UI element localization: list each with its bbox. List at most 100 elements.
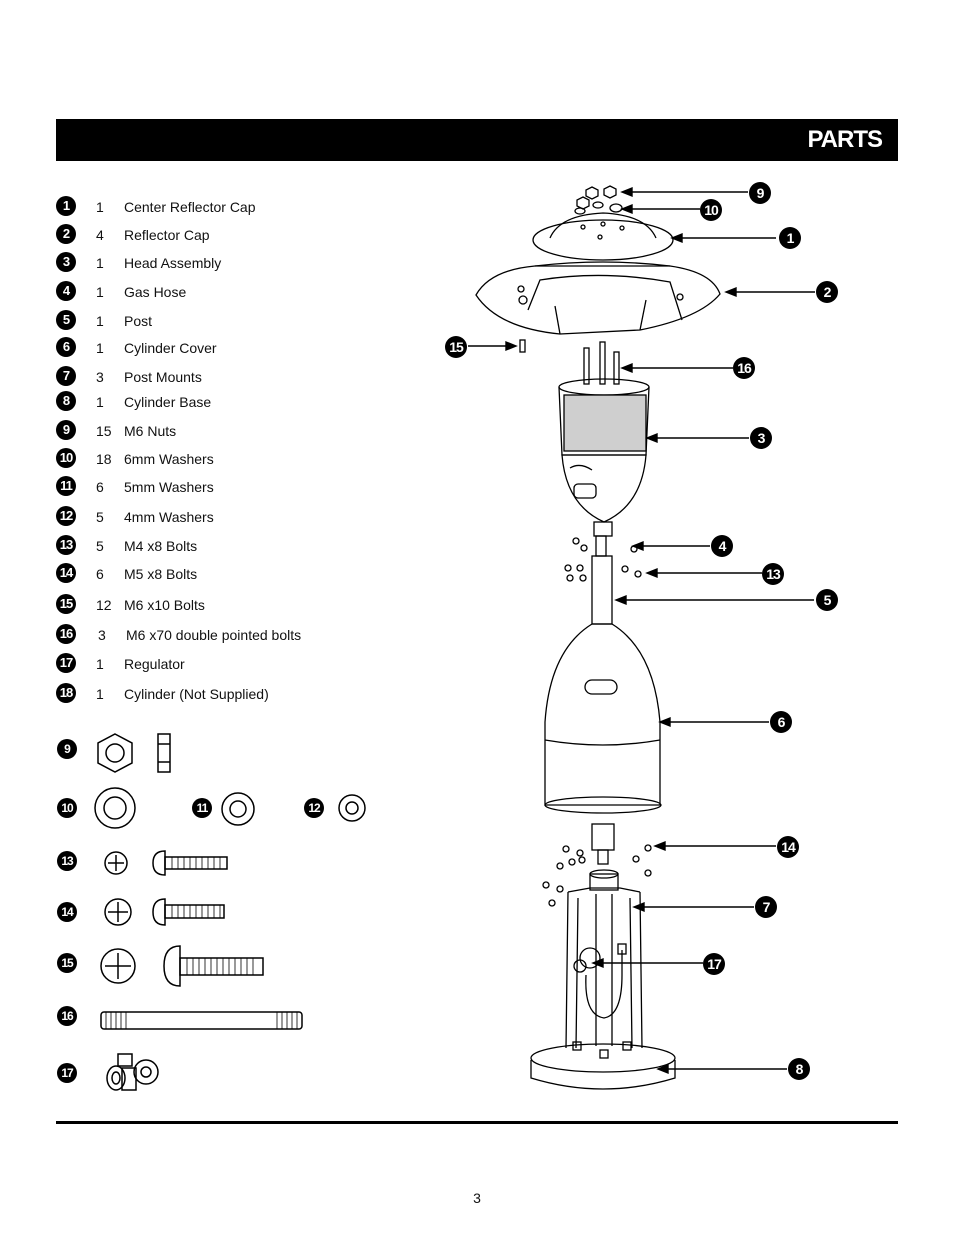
part-name: M6 x10 Bolts: [124, 597, 205, 613]
callout-16: 16: [733, 357, 755, 379]
part-quantity: 1: [96, 394, 104, 410]
hardware-label-nut: 9: [57, 739, 77, 759]
head-assembly-shape: [558, 378, 650, 537]
part-row: 10 18 6mm Washers: [56, 448, 396, 470]
part-quantity: 1: [96, 255, 104, 271]
header-bar: PARTS: [56, 119, 898, 161]
callout-17: 17: [703, 953, 725, 975]
part-name: M6 Nuts: [124, 423, 177, 439]
part-number-badge: 3: [56, 252, 76, 272]
part-number-badge: 12: [56, 506, 76, 526]
part-number-badge: 1: [56, 196, 76, 216]
part-quantity: 3: [98, 627, 106, 643]
callout-9: 9: [749, 182, 771, 204]
part-row: 2 4 Reflector Cap: [56, 224, 396, 246]
part-number-badge: 6: [56, 337, 76, 357]
part-number-badge: 8: [56, 391, 76, 411]
part-quantity: 5: [96, 509, 104, 525]
callout-2: 2: [816, 281, 838, 303]
part-number-badge: 7: [56, 366, 76, 386]
part-name: Center Reflector Cap: [124, 199, 256, 215]
hardware-label-m6-bolt: 15: [57, 953, 77, 973]
callout-4: 4: [711, 535, 733, 557]
double-pointed-bolt-drawing: [100, 1011, 303, 1030]
part-quantity: 15: [96, 423, 112, 439]
post-mounts-shape: [565, 869, 643, 1049]
callout-10: 10: [700, 199, 722, 221]
hardware-label-6mm-washer: 10: [57, 798, 77, 818]
part-row: 11 6 5mm Washers: [56, 476, 396, 498]
part-name: 5mm Washers: [124, 479, 214, 495]
part-row: 4 1 Gas Hose: [56, 281, 396, 303]
hardware-label-4mm-washer: 12: [304, 798, 324, 818]
part-name: M4 x8 Bolts: [124, 538, 198, 554]
callout-14: 14: [777, 836, 799, 858]
part-row: 13 5 M4 x8 Bolts: [56, 535, 396, 557]
part-row: 6 1 Cylinder Cover: [56, 337, 396, 359]
part-quantity: 1: [96, 199, 104, 215]
top-nuts-and-washers: [574, 185, 623, 215]
part-quantity: 5: [96, 538, 104, 554]
callout-7: 7: [755, 896, 777, 918]
part-name: Post: [124, 313, 153, 329]
bottom-rule: [56, 1121, 898, 1124]
part-name: Cylinder (Not Supplied): [124, 686, 269, 702]
part-row: 1 1 Center Reflector Cap: [56, 196, 396, 218]
part-name: Cylinder Cover: [124, 340, 217, 356]
part-quantity: 1: [96, 686, 104, 702]
part-number-badge: 16: [56, 624, 76, 644]
hardware-label-m4-bolt: 13: [57, 851, 77, 871]
hardware-label-double-pointed-bolt: 16: [57, 1006, 77, 1026]
part-name: 6mm Washers: [124, 451, 214, 467]
part-row: 16 3 M6 x70 double pointed bolts: [56, 624, 396, 646]
page-number: 3: [473, 1190, 481, 1206]
part-row: 12 5 4mm Washers: [56, 506, 396, 528]
post-connector-shape: [591, 823, 615, 865]
part-quantity: 1: [96, 656, 104, 672]
part-row: 9 15 M6 Nuts: [56, 420, 396, 442]
post-shape: [591, 535, 613, 625]
part-row: 5 1 Post: [56, 310, 396, 332]
small-bolt-shape: [519, 339, 526, 353]
part-number-badge: 14: [56, 563, 76, 583]
part-number-badge: 17: [56, 653, 76, 673]
part-row: 15 12 M6 x10 Bolts: [56, 594, 396, 616]
part-quantity: 3: [96, 369, 104, 385]
bolt-m6-drawing: [100, 945, 264, 987]
callout-15: 15: [445, 336, 467, 358]
part-name: M6 x70 double pointed bolts: [126, 627, 302, 643]
part-quantity: 1: [96, 284, 104, 300]
center-reflector-cap-shape: [532, 212, 674, 261]
part-row: 7 3 Post Mounts: [56, 366, 396, 388]
regulator-drawing: [106, 1053, 159, 1091]
part-number-badge: 4: [56, 281, 76, 301]
part-number-badge: 5: [56, 310, 76, 330]
reflector-shape: [475, 261, 721, 335]
callout-13: 13: [762, 563, 784, 585]
hose-and-regulator-shape: [573, 943, 627, 1019]
part-name: Head Assembly: [124, 255, 222, 271]
callout-3: 3: [750, 427, 772, 449]
hardware-label-regulator: 17: [57, 1063, 77, 1083]
part-name: Cylinder Base: [124, 394, 212, 410]
hardware-label-m5-bolt: 14: [57, 902, 77, 922]
page-title: PARTS: [807, 126, 883, 153]
part-quantity: 6: [96, 479, 104, 495]
part-name: Reflector Cap: [124, 227, 210, 243]
part-row: 8 1 Cylinder Base: [56, 391, 396, 413]
part-row: 3 1 Head Assembly: [56, 252, 396, 274]
part-row: 18 1 Cylinder (Not Supplied): [56, 683, 396, 705]
callout-arrows: [468, 186, 815, 1075]
part-number-badge: 13: [56, 535, 76, 555]
callout-8: 8: [788, 1058, 810, 1080]
part-quantity: 12: [96, 597, 112, 613]
part-number-badge: 10: [56, 448, 76, 468]
bolt-m4-drawing: [104, 850, 228, 876]
part-name: Post Mounts: [124, 369, 202, 385]
part-row: 14 6 M5 x8 Bolts: [56, 563, 396, 585]
callout-5: 5: [816, 589, 838, 611]
part-name: Gas Hose: [124, 284, 187, 300]
part-number-badge: 9: [56, 420, 76, 440]
head-rods-shape: [583, 341, 620, 385]
